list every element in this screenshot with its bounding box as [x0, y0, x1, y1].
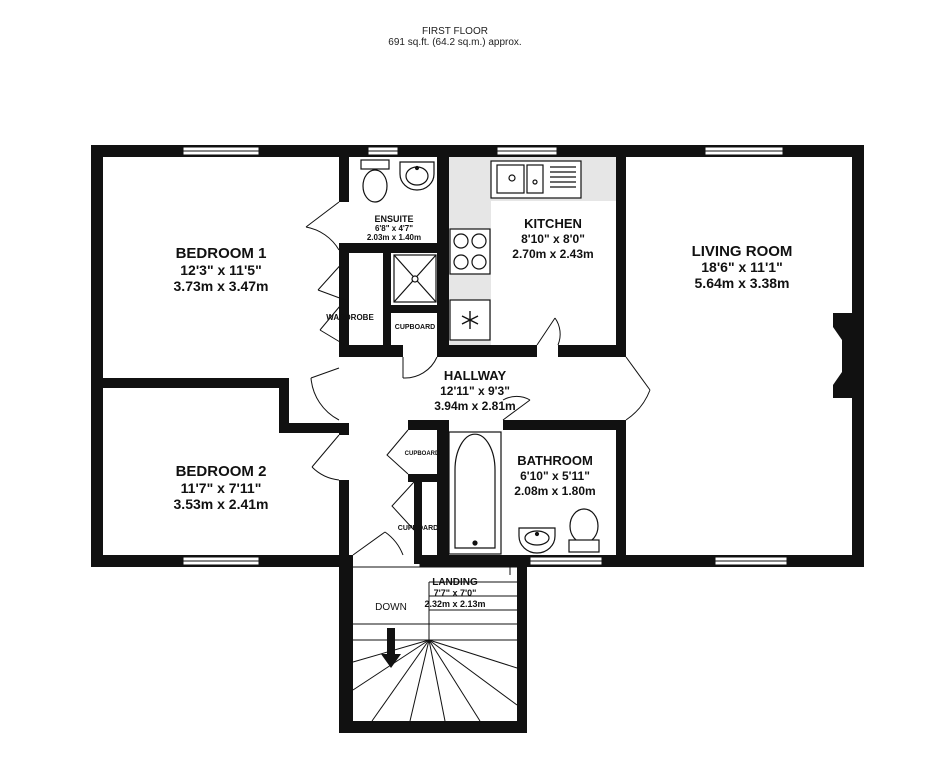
bathroom-fixtures	[448, 431, 600, 555]
hallway-imperial: 12'11" x 9'3"	[440, 384, 510, 398]
stairs-down-arrow-icon	[381, 628, 401, 668]
cupboard-label-bathroom: CUPBOARD	[405, 451, 440, 457]
living-metric: 5.64m x 3.38m	[695, 275, 790, 291]
bathroom-imperial: 6'10" x 5'11"	[520, 469, 590, 483]
stairs-down-label: DOWN	[375, 602, 407, 613]
doors	[305, 201, 651, 556]
bathroom-metric: 2.08m x 1.80m	[514, 484, 595, 498]
living-imperial: 18'6" x 11'1"	[701, 259, 782, 275]
bedroom1-metric: 3.73m x 3.47m	[174, 278, 269, 294]
kitchen-name: KITCHEN	[524, 216, 582, 231]
cupboard-label-ensuite: CUPBOARD	[395, 324, 435, 331]
bedroom2-metric: 3.53m x 2.41m	[174, 496, 269, 512]
ensuite-name: ENSUITE	[374, 214, 413, 224]
bedroom1-imperial: 12'3" x 11'5"	[180, 262, 261, 278]
staircase	[352, 562, 518, 722]
landing-name: LANDING	[432, 577, 478, 588]
ensuite-imperial: 6'8" x 4'7"	[375, 224, 413, 233]
cupboard-label-landing: CUPBOARD	[398, 525, 438, 532]
landing-metric: 2.32m x 2.13m	[424, 599, 485, 609]
wardrobe-label: WARDROBE	[326, 313, 374, 322]
hallway-name: HALLWAY	[444, 368, 507, 383]
ensuite-metric: 2.03m x 1.40m	[367, 233, 421, 242]
bathroom-name: BATHROOM	[517, 453, 593, 468]
freezer-snowflake-icon	[461, 311, 479, 329]
bedroom2-imperial: 11'7" x 7'11"	[181, 480, 262, 496]
bedroom2-name: BEDROOM 2	[176, 463, 267, 480]
living-name: LIVING ROOM	[692, 243, 793, 260]
kitchen-fixtures	[449, 160, 582, 341]
floor-title: FIRST FLOOR	[422, 26, 488, 37]
hallway-metric: 3.94m x 2.81m	[434, 399, 515, 413]
ensuite-fixtures	[360, 159, 437, 303]
bedroom1-name: BEDROOM 1	[176, 245, 267, 262]
kitchen-imperial: 8'10" x 8'0"	[521, 232, 585, 246]
floor-area: 691 sq.ft. (64.2 sq.m.) approx.	[388, 37, 522, 48]
landing-imperial: 7'7" x 7'0"	[434, 588, 477, 598]
kitchen-metric: 2.70m x 2.43m	[512, 247, 593, 261]
